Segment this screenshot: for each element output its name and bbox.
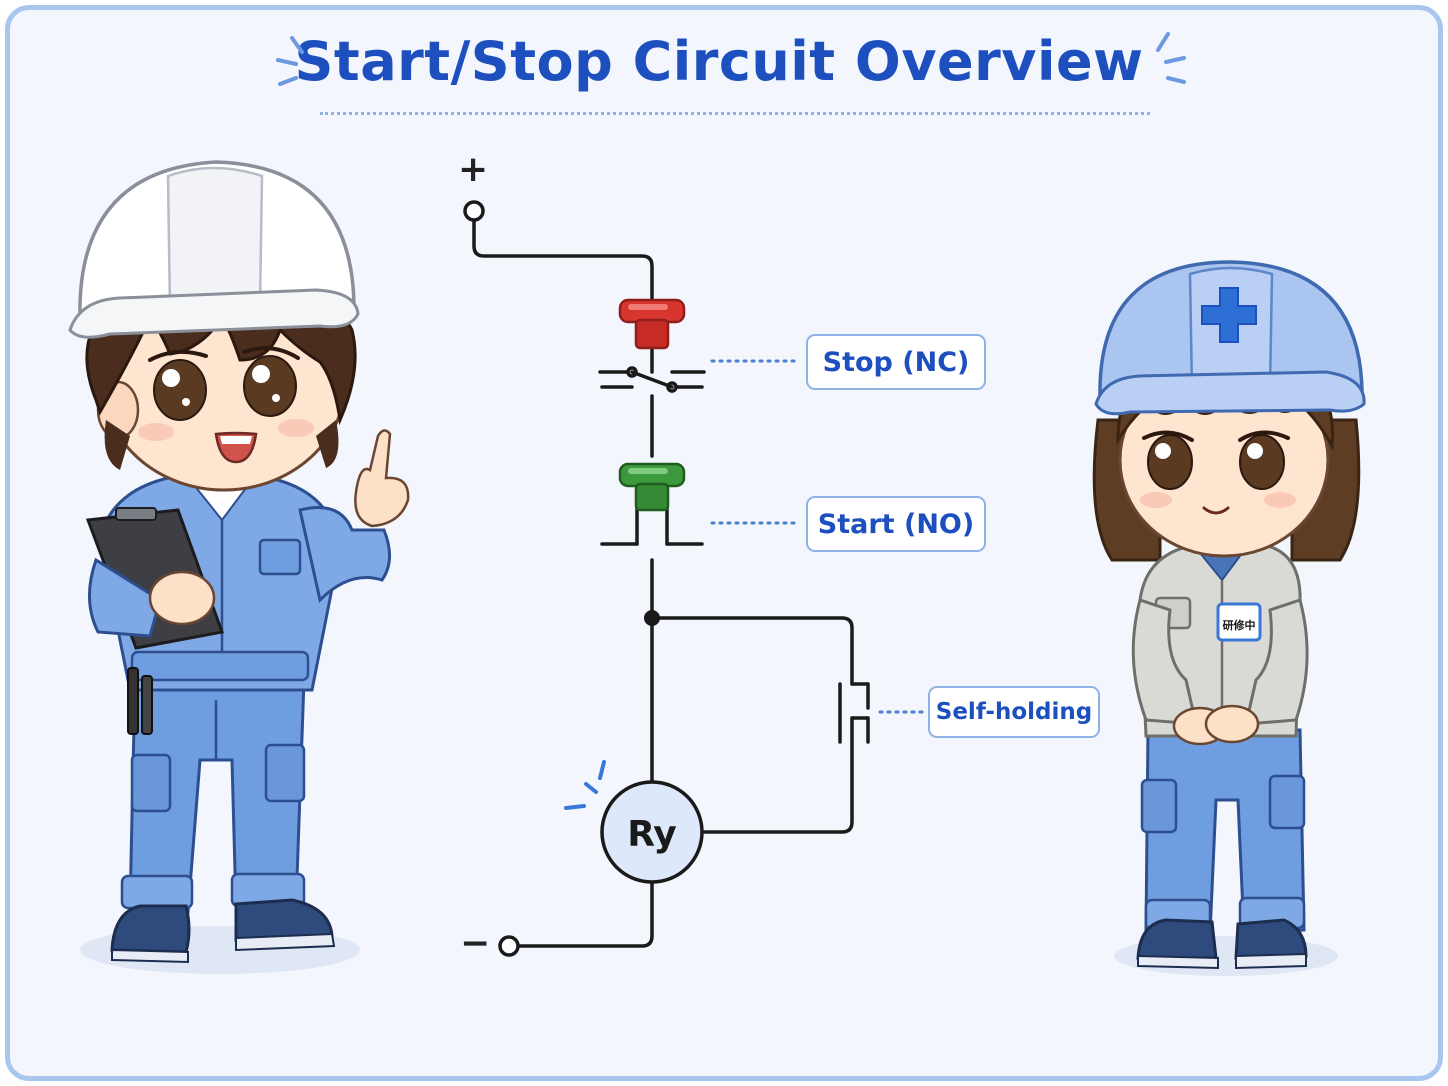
positive-terminal-node [463,200,485,222]
supervisor-character [68,160,410,974]
positive-terminal-label: + [458,149,489,190]
title-sparkle-right [1156,32,1186,84]
relay-label: Ry [627,814,677,855]
stop-button-cap[interactable] [618,298,686,350]
page-title: Start/Stop Circuit Overview [294,30,1144,93]
circuit [463,200,870,957]
wire-bottom [516,880,654,948]
start-button-cap[interactable] [618,462,686,512]
self-holding-branch-top [650,616,854,686]
relay-coil [600,780,704,884]
title-underline [320,112,1150,115]
junction-dot [644,610,660,626]
relay-sparkle [564,760,606,810]
negative-terminal-label: − [460,923,491,964]
trainee-character [1092,260,1366,976]
stop-nc-label: Stop (NC) [806,334,986,390]
negative-terminal-node [498,935,520,957]
title-sparkle-left [276,36,304,86]
start-no-label: Start (NO) [806,496,986,552]
helmet-cross-icon [1201,287,1257,343]
wire-top [472,218,654,302]
trainee-badge-text: 研修中 [1223,618,1256,632]
trainee-name-badge [1216,602,1262,642]
stop-nc-blade [630,370,674,389]
self-holding-branch-bottom [700,716,854,834]
self-holding-label: Self-holding [928,686,1100,738]
